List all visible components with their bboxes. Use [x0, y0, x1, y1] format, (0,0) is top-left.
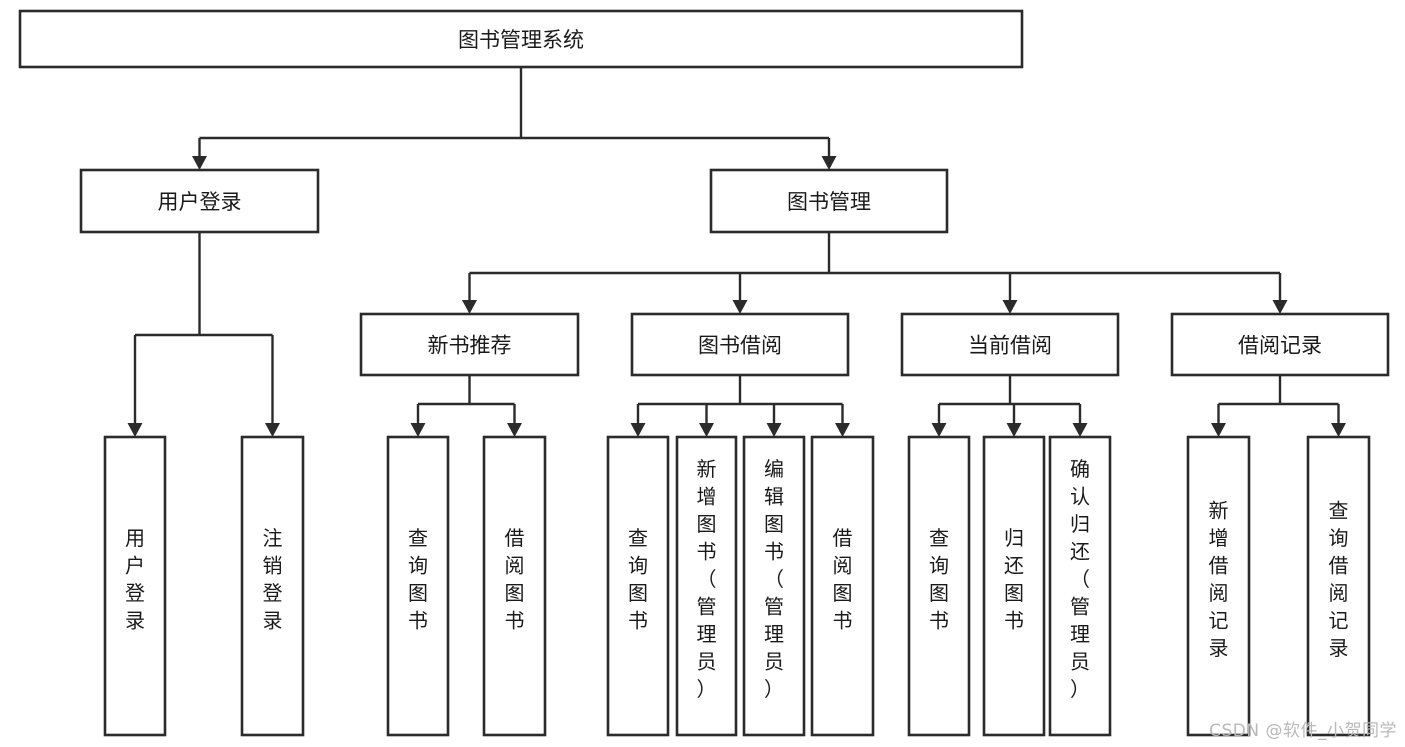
arrow-head-icon — [410, 423, 426, 437]
level3-node-1-label: 图书借阅 — [698, 334, 782, 358]
level2-node-0-label: 用户登录 — [158, 190, 242, 214]
level3-node-2-rect — [900, 312, 1120, 377]
leaf-node-10-rect — [1048, 435, 1112, 737]
leaf-node-1-rect — [240, 435, 305, 737]
watermark-text: CSDN @软件_小贺同学 — [1209, 721, 1397, 741]
leaf-node-3-rect — [482, 435, 547, 737]
leaf-node-7-label: 借阅图书 — [833, 526, 853, 633]
level3-node-3[interactable]: 借阅记录 — [1170, 312, 1390, 377]
arrow-head-icon — [192, 156, 207, 170]
arrow-head-icon — [821, 156, 837, 170]
leaf-node-2[interactable]: 查询图书 — [386, 435, 450, 737]
level2-node-1[interactable]: 图书管理 — [709, 168, 949, 234]
leaf-node-8-rect — [907, 435, 971, 737]
leaf-node-7[interactable]: 借阅图书 — [810, 435, 875, 737]
level3-node-1[interactable]: 图书借阅 — [630, 312, 850, 377]
level3-node-3-label: 借阅记录 — [1238, 334, 1322, 358]
leaf-node-9[interactable]: 归还图书 — [982, 435, 1046, 737]
arrow-head-icon — [699, 423, 714, 437]
arrow-head-icon — [766, 423, 782, 437]
arrow-head-icon — [630, 423, 646, 437]
level3-node-2[interactable]: 当前借阅 — [900, 312, 1120, 377]
leaf-node-1[interactable]: 注销登录 — [240, 435, 305, 737]
level2-node-0-rect — [79, 168, 320, 234]
leaf-node-6[interactable]: 编辑图书（管理员） — [742, 435, 806, 737]
arrow-head-icon — [462, 300, 477, 314]
leaf-node-0[interactable]: 用户登录 — [103, 435, 167, 737]
leaf-node-4-label: 查询图书 — [628, 526, 648, 633]
leaf-node-7-rect — [810, 435, 875, 737]
arrow-head-icon — [732, 300, 748, 314]
node-layer: 图书管理系统用户登录图书管理新书推荐图书借阅当前借阅借阅记录用户登录注销登录查询… — [18, 9, 1390, 737]
leaf-node-8[interactable]: 查询图书 — [907, 435, 971, 737]
leaf-node-9-rect — [982, 435, 1046, 737]
leaf-node-11-rect — [1186, 435, 1251, 737]
leaf-node-5-label: 新增图书（管理员） — [697, 457, 717, 701]
level3-node-0-rect — [359, 312, 580, 377]
arrow-head-icon — [1002, 300, 1018, 314]
arrow-head-icon — [265, 423, 280, 437]
leaf-node-11-label: 新增借阅记录 — [1209, 498, 1229, 660]
arrow-head-icon — [127, 423, 143, 437]
level2-node-1-label: 图书管理 — [787, 190, 871, 214]
leaf-node-8-label: 查询图书 — [929, 526, 949, 633]
arrow-head-icon — [931, 423, 947, 437]
leaf-node-6-rect — [742, 435, 806, 737]
level2-node-0[interactable]: 用户登录 — [79, 168, 320, 234]
arrow-head-icon — [1211, 423, 1226, 437]
level3-node-2-label: 当前借阅 — [968, 334, 1052, 358]
level2-node-1-rect — [709, 168, 949, 234]
leaf-node-2-rect — [386, 435, 450, 737]
level3-node-3-rect — [1170, 312, 1390, 377]
leaf-node-4[interactable]: 查询图书 — [606, 435, 670, 737]
leaf-node-10-label: 确认归还（管理员） — [1070, 457, 1090, 701]
leaf-node-12-rect — [1306, 435, 1371, 737]
leaf-node-5[interactable]: 新增图书（管理员） — [675, 435, 738, 737]
leaf-node-12-label: 查询借阅记录 — [1329, 498, 1349, 660]
level3-node-1-rect — [630, 312, 850, 377]
root-node[interactable]: 图书管理系统 — [18, 9, 1024, 69]
leaf-node-0-rect — [103, 435, 167, 737]
leaf-node-4-rect — [606, 435, 670, 737]
arrow-head-icon — [1006, 423, 1022, 437]
leaf-node-6-label: 编辑图书（管理员） — [764, 457, 784, 701]
arrow-head-icon — [1331, 423, 1346, 437]
leaf-node-10[interactable]: 确认归还（管理员） — [1048, 435, 1112, 737]
leaf-node-3[interactable]: 借阅图书 — [482, 435, 547, 737]
leaf-node-11[interactable]: 新增借阅记录 — [1186, 435, 1251, 737]
leaf-node-2-label: 查询图书 — [408, 526, 428, 633]
root-node-label: 图书管理系统 — [458, 28, 584, 52]
leaf-node-9-label: 归还图书 — [1004, 526, 1024, 633]
level3-node-0[interactable]: 新书推荐 — [359, 312, 580, 377]
leaf-node-3-label: 借阅图书 — [505, 526, 525, 633]
leaf-node-1-label: 注销登录 — [263, 526, 283, 633]
arrow-head-icon — [835, 423, 850, 437]
connector-layer — [127, 67, 1346, 437]
arrow-head-icon — [1072, 423, 1088, 437]
arrow-head-icon — [507, 423, 522, 437]
level3-node-0-label: 新书推荐 — [428, 334, 512, 358]
leaf-node-0-label: 用户登录 — [125, 526, 145, 633]
root-node-rect — [18, 9, 1024, 69]
leaf-node-12[interactable]: 查询借阅记录 — [1306, 435, 1371, 737]
arrow-head-icon — [1272, 300, 1288, 314]
leaf-node-5-rect — [675, 435, 738, 737]
